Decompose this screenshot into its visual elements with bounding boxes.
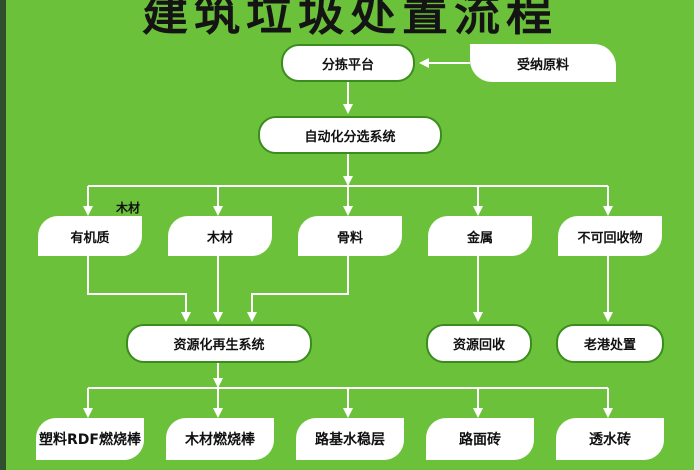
node-metal: 金属 (428, 216, 532, 256)
node-sorting-platform: 分拣平台 (281, 44, 415, 82)
node-permeable-brick: 透水砖 (556, 418, 664, 460)
node-raw-intake: 受纳原料 (470, 44, 616, 82)
node-road-base: 路基水稳层 (296, 418, 404, 460)
node-organic: 有机质 (38, 216, 142, 256)
node-recycling: 资源回收 (426, 324, 532, 363)
label-wood-side: 木材 (116, 201, 141, 215)
node-plastic-rdf: 塑料RDF燃烧棒 (36, 418, 144, 460)
node-wood: 木材 (168, 216, 272, 256)
arrow-aggregate-to-regen (247, 256, 349, 322)
arrow-organic-to-regen (87, 256, 191, 322)
node-landfill: 老港处置 (556, 324, 664, 363)
node-aggregate: 骨料 (298, 216, 402, 256)
node-auto-sorting: 自动化分选系统 (258, 116, 442, 154)
node-pavement-brick: 路面砖 (426, 418, 534, 460)
node-non-recyclable: 不可回收物 (558, 216, 662, 256)
node-wood-rods: 木材燃烧棒 (166, 418, 274, 460)
diagram-title: 建筑垃圾处置流程 (142, 0, 558, 41)
node-regen-system: 资源化再生系统 (126, 324, 312, 363)
